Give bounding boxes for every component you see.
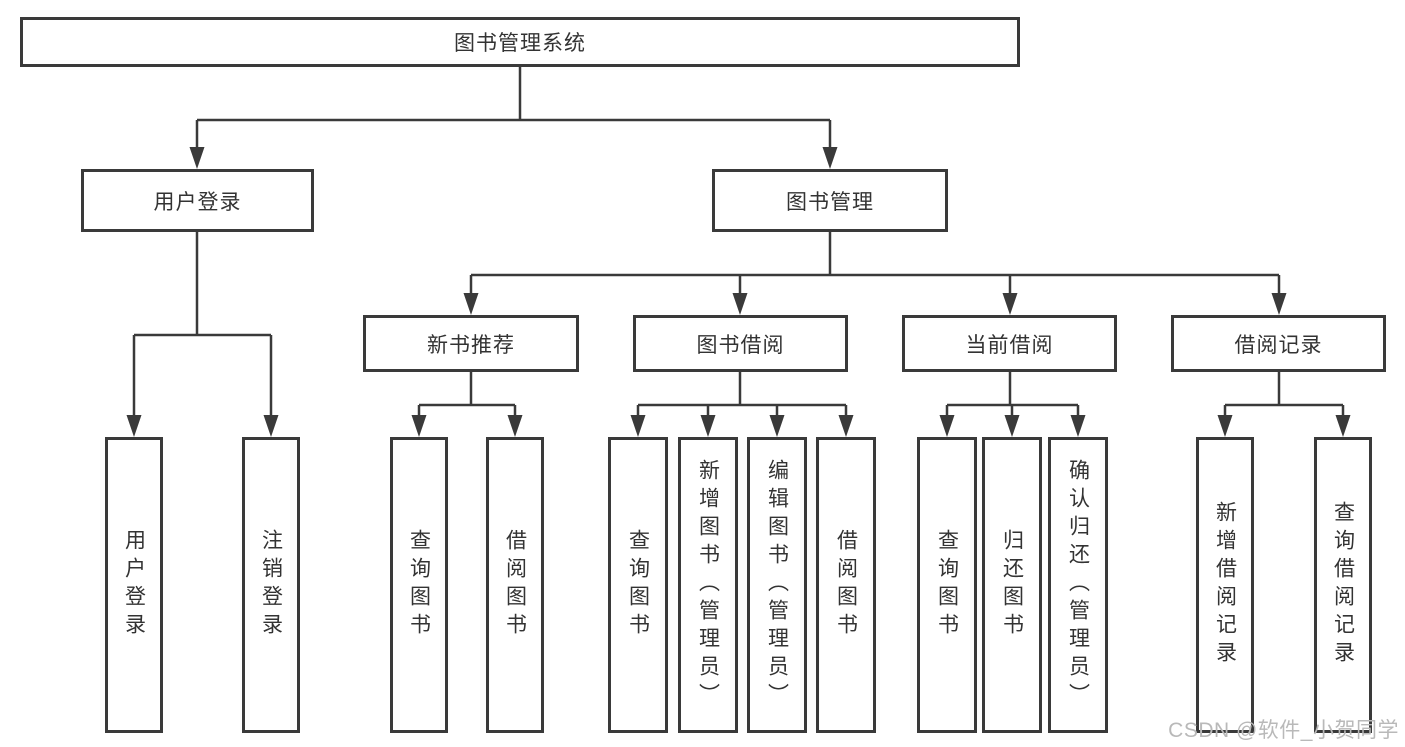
node-book-borrowing: 图书借阅 — [633, 315, 848, 372]
leaf-label: 借阅图书 — [503, 529, 527, 641]
leaf-label: 借阅图书 — [834, 529, 858, 641]
leaf-label: 查询借阅记录 — [1331, 501, 1355, 669]
node-book-management: 图书管理 — [712, 169, 948, 232]
node-library-management-system: 图书管理系统 — [20, 17, 1020, 67]
leaf-logout: 注销登录 — [242, 437, 300, 733]
leaf-label: 编辑图书（管理员） — [765, 459, 789, 711]
leaf-return-book: 归还图书 — [982, 437, 1042, 733]
node-user-login: 用户登录 — [81, 169, 314, 232]
leaf-user-login: 用户登录 — [105, 437, 163, 733]
node-current-borrowing: 当前借阅 — [902, 315, 1117, 372]
leaf-add-borrow-record: 新增借阅记录 — [1196, 437, 1254, 733]
leaf-label: 查询图书 — [935, 529, 959, 641]
leaf-query-books-1: 查询图书 — [390, 437, 448, 733]
leaf-edit-book-admin: 编辑图书（管理员） — [747, 437, 807, 733]
node-borrowing-records: 借阅记录 — [1171, 315, 1386, 372]
csdn-watermark: CSDN @软件_小贺同学 — [1168, 719, 1399, 742]
leaf-add-book-admin: 新增图书（管理员） — [678, 437, 738, 733]
leaf-label: 确认归还（管理员） — [1066, 459, 1090, 711]
leaf-borrow-books-2: 借阅图书 — [816, 437, 876, 733]
leaf-borrow-books-1: 借阅图书 — [486, 437, 544, 733]
leaf-confirm-return-admin: 确认归还（管理员） — [1048, 437, 1108, 733]
leaf-label: 新增借阅记录 — [1213, 501, 1237, 669]
leaf-query-books-2: 查询图书 — [608, 437, 668, 733]
leaf-query-borrow-record: 查询借阅记录 — [1314, 437, 1372, 733]
node-new-book-recommendation: 新书推荐 — [363, 315, 579, 372]
leaf-label: 注销登录 — [259, 529, 283, 641]
leaf-label: 新增图书（管理员） — [696, 459, 720, 711]
leaf-label: 查询图书 — [407, 529, 431, 641]
leaf-label: 归还图书 — [1000, 529, 1024, 641]
leaf-label: 查询图书 — [626, 529, 650, 641]
leaf-query-books-3: 查询图书 — [917, 437, 977, 733]
leaf-label: 用户登录 — [122, 529, 146, 641]
